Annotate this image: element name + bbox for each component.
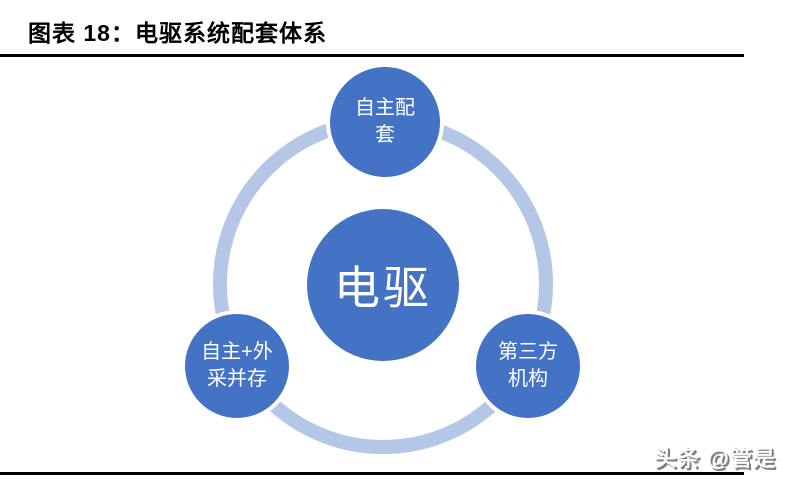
node-self-supporting-label-line1: 自主配 <box>355 97 415 119</box>
cycle-diagram: 自主配 套 自主+外 采并存 第三方 机构 电驱 <box>0 55 789 465</box>
title-divider-rule <box>0 54 744 57</box>
node-self-plus-external-label-line1: 自主+外 <box>201 341 273 363</box>
node-self-plus-external: 自主+外 采并存 <box>181 310 293 422</box>
node-self-supporting: 自主配 套 <box>326 63 444 181</box>
figure-bottom-rule <box>0 472 744 475</box>
node-third-party-label-line2: 机构 <box>508 368 548 390</box>
node-self-supporting-label-line2: 套 <box>375 124 395 146</box>
node-third-party: 第三方 机构 <box>472 310 584 422</box>
node-electric-drive-center: 电驱 <box>307 209 459 361</box>
node-self-plus-external-label-line2: 采并存 <box>207 368 267 390</box>
watermark-toutiao: 头条 @管是 <box>654 446 776 471</box>
node-third-party-label-line1: 第三方 <box>498 341 558 363</box>
figure-title: 图表 18：电驱系统配套体系 <box>28 20 327 46</box>
node-electric-drive-label: 电驱 <box>334 262 432 314</box>
